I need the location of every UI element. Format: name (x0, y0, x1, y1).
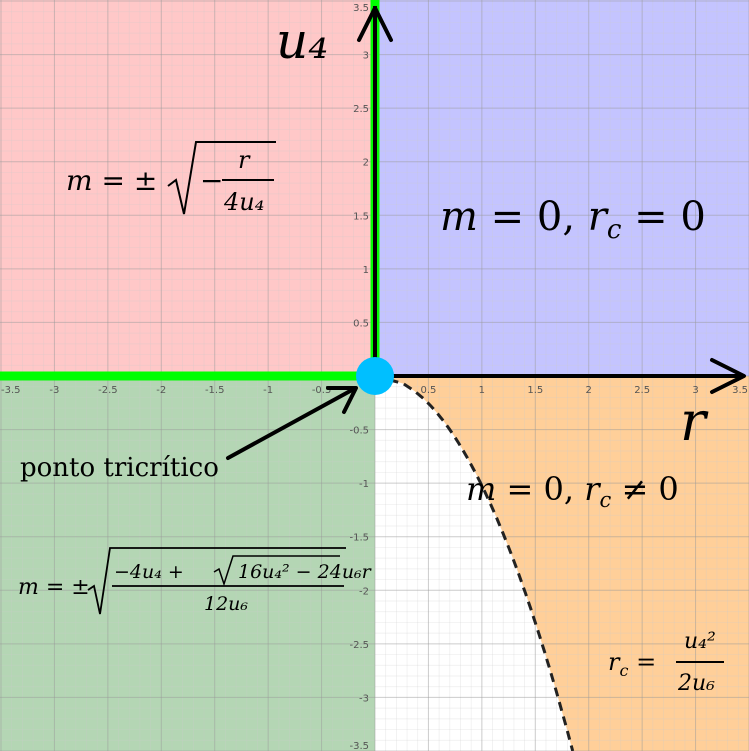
r-axis-arrow (375, 358, 746, 394)
x-tick-labels: -3.5 -3 -2.5 -2 -1.5 -1 -0.5 0.5 1 1.5 2 2.5 3 3.5 (1, 385, 748, 396)
formula-top-right: m = 0, rc = 0 (440, 194, 706, 245)
x-tick-label: 1 (479, 385, 485, 396)
svg-text:12u₆: 12u₆ (204, 593, 248, 615)
x-tick-label: -3 (49, 385, 59, 396)
region-bottom-left (0, 376, 375, 751)
r-axis-label: r (680, 390, 709, 453)
x-tick-label: -2.5 (98, 385, 118, 396)
tricritical-point (356, 357, 394, 395)
formula-bottom-left: m = ± −4u₄ + 16u₄² − 24u₆r 12u₆ (18, 547, 373, 615)
svg-text:2u₆: 2u₆ (677, 671, 715, 696)
y-tick-label: -3.5 (349, 741, 369, 751)
y-tick-label: 1.5 (353, 211, 369, 222)
y-tick-label: -1 (359, 479, 369, 490)
y-tick-label: -0.5 (349, 426, 369, 437)
formula-top-left: m = ± − r 4u₄ (66, 141, 276, 216)
y-tick-label: 2 (363, 158, 369, 169)
x-tick-label: -3.5 (1, 385, 21, 396)
svg-text:m = ±: m = ± (66, 164, 157, 197)
svg-text:m = ±: m = ± (18, 575, 90, 600)
x-tick-label: 3.5 (732, 385, 748, 396)
y-tick-label: -1.5 (349, 533, 369, 544)
boundary-label: rc = u₄² 2u₆ (608, 629, 724, 696)
y-tick-labels: 3.5 3 2.5 2 1.5 1 0.5 -0.5 -1 -1.5 -2 -2.5 -3 -3.5 (349, 3, 369, 751)
svg-text:u₄²: u₄² (684, 629, 716, 654)
x-tick-label: -1.5 (205, 385, 225, 396)
y-tick-label: 3 (363, 51, 369, 62)
boundary-curve (374, 374, 575, 751)
y-tick-label: -2.5 (349, 640, 369, 651)
y-tick-label: 1 (363, 265, 369, 276)
u4-axis-label: u₄ (276, 12, 328, 70)
x-tick-label: 1.5 (527, 385, 543, 396)
svg-text:r: r (238, 146, 251, 174)
formula-bottom-right: m = 0, rc ≠ 0 (466, 470, 679, 512)
region-top-right (375, 0, 749, 376)
y-tick-label: 2.5 (353, 104, 369, 115)
region-bottom-right (375, 376, 749, 751)
svg-text:16u₄² − 24u₆r: 16u₄² − 24u₆r (238, 561, 373, 583)
y-tick-label: -2 (359, 586, 369, 597)
x-tick-label: 2 (586, 385, 592, 396)
x-tick-label: -1 (263, 385, 273, 396)
svg-text:−4u₄ +: −4u₄ + (114, 561, 184, 583)
y-tick-label: 3.5 (353, 3, 369, 14)
svg-text:−: − (200, 164, 223, 197)
svg-text:4u₄: 4u₄ (223, 188, 264, 216)
x-tick-label: -2 (156, 385, 166, 396)
y-tick-label: -3 (359, 693, 369, 704)
x-tick-label: 2.5 (634, 385, 650, 396)
x-tick-label: -0.5 (312, 385, 332, 396)
u4-axis-arrow (357, 6, 393, 376)
x-tick-label: 0.5 (420, 385, 436, 396)
x-tick-label: 3 (692, 385, 698, 396)
y-tick-label: 0.5 (353, 318, 369, 329)
tricritical-label: ponto tricrítico (20, 453, 219, 483)
svg-text:rc =: rc = (608, 648, 656, 680)
tricritical-pointer (226, 386, 358, 460)
